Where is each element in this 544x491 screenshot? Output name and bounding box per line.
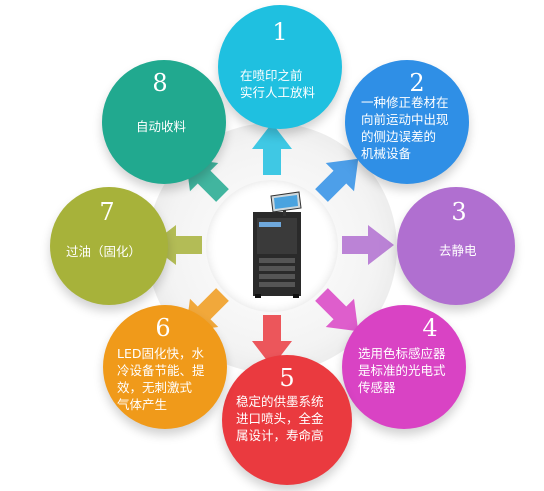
step-3-number: 3 <box>451 198 467 226</box>
step-5-number: 5 <box>279 364 295 392</box>
step-5-text: 稳定的供墨系统 进口喷头，全金 属设计，寿命高 <box>236 394 324 443</box>
step-1-circle: 1 在喷印之前 实行人工放料 <box>218 5 342 129</box>
step-1-text: 在喷印之前 实行人工放料 <box>240 68 316 100</box>
arrow-icon <box>315 158 359 202</box>
step-6-circle: 6 LED固化快，水 冷设备节能、提 效，无刺激式 气体产生 <box>103 305 227 429</box>
step-2-circle: 2 一种修正卷材在 向前运动中出现 的侧边误差的 机械设备 <box>345 60 469 184</box>
step-2-number: 2 <box>409 69 425 97</box>
arrow-icon <box>342 225 394 265</box>
step-2-text: 一种修正卷材在 向前运动中出现 的侧边误差的 机械设备 <box>361 95 449 161</box>
step-1-number: 1 <box>272 18 288 46</box>
step-5-circle: 5 稳定的供墨系统 进口喷头，全金 属设计，寿命高 <box>222 355 352 485</box>
step-8-text: 自动收料 <box>136 119 187 134</box>
step-7-text: 过油（固化） <box>66 244 142 259</box>
step-3-text: 去静电 <box>439 243 477 258</box>
step-3-circle: 3 去静电 <box>397 187 515 305</box>
step-8-number: 8 <box>152 69 168 97</box>
step-6-text: LED固化快，水 冷设备节能、提 效，无刺激式 气体产生 <box>117 346 205 412</box>
step-8-circle: 8 自动收料 <box>102 60 226 184</box>
arrow-icon <box>252 123 292 175</box>
step-7-number: 7 <box>99 198 115 226</box>
step-6-number: 6 <box>155 314 171 342</box>
step-4-circle: 4 选用色标感应器 是标准的光电式 传感器 <box>342 305 466 429</box>
step-4-text: 选用色标感应器 是标准的光电式 传感器 <box>358 346 446 395</box>
step-7-circle: 7 过油（固化） <box>50 187 168 305</box>
arrow-icon <box>315 288 359 332</box>
step-4-number: 4 <box>422 314 438 342</box>
printer-cabinet-icon <box>253 191 302 298</box>
arrow-icon <box>252 315 292 367</box>
